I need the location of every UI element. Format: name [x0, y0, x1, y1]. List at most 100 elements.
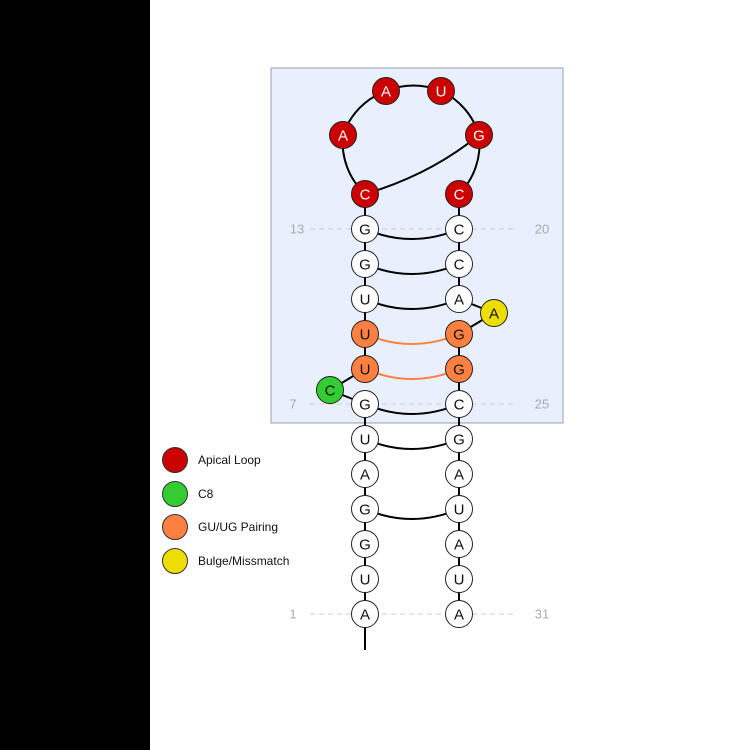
nucleotide-circle — [351, 565, 379, 593]
nucleotide-circle — [445, 285, 473, 313]
nucleotide-26: C — [445, 390, 473, 418]
nucleotide-circle — [445, 390, 473, 418]
legend-label: Bulge/Missmatch — [198, 554, 289, 568]
nucleotide-circle — [329, 121, 357, 149]
nucleotide-base: A — [360, 467, 370, 484]
nucleotide-11: U — [351, 285, 379, 313]
nucleotide-base: C — [454, 257, 465, 274]
nucleotide-29: U — [445, 495, 473, 523]
nucleotide-31: U — [445, 565, 473, 593]
position-label-25: 25 — [535, 397, 549, 412]
nucleotide-base: U — [360, 362, 371, 379]
position-label-31: 31 — [535, 607, 549, 622]
nucleotide-circle — [445, 565, 473, 593]
nucleotide-30: A — [445, 530, 473, 558]
nucleotide-base: U — [360, 327, 371, 344]
nucleotide-25: G — [445, 355, 473, 383]
nucleotide-base: G — [359, 537, 371, 554]
position-label-13: 13 — [290, 222, 304, 237]
nucleotide-circle — [445, 215, 473, 243]
position-label-1: 1 — [289, 607, 296, 622]
nucleotide-base: A — [454, 537, 464, 554]
legend-item-c8: C8 — [162, 481, 214, 507]
nucleotide-circle — [351, 460, 379, 488]
nucleotide-14: C — [351, 180, 379, 208]
nucleotide-base: U — [454, 572, 465, 589]
nucleotide-circle — [445, 530, 473, 558]
nucleotide-base: C — [325, 383, 336, 400]
nucleotide-9: U — [351, 355, 379, 383]
nucleotide-base: G — [453, 432, 465, 449]
nucleotide-base: A — [338, 128, 348, 145]
nucleotide-5: A — [351, 460, 379, 488]
legend-label: C8 — [198, 487, 214, 501]
legend: Apical Loop C8 GU/UG Pairing Bulge/Missm… — [162, 447, 289, 574]
nucleotide-3: G — [351, 530, 379, 558]
black-side-panel — [0, 0, 150, 750]
nucleotide-15: A — [329, 121, 357, 149]
nucleotide-circle — [445, 600, 473, 628]
nucleotide-16: A — [372, 77, 400, 105]
nucleotide-circle — [351, 250, 379, 278]
legend-swatch — [162, 548, 188, 574]
nucleotide-circle — [351, 495, 379, 523]
nucleotide-22: A — [445, 285, 473, 313]
legend-swatch — [162, 447, 188, 473]
nucleotide-circle — [445, 320, 473, 348]
nucleotide-base: G — [359, 257, 371, 274]
nucleotide-circle — [445, 495, 473, 523]
nucleotide-circle — [351, 600, 379, 628]
position-label-20: 20 — [535, 222, 549, 237]
nucleotide-10: U — [351, 320, 379, 348]
nucleotide-circle — [351, 355, 379, 383]
nucleotide-circle — [445, 250, 473, 278]
nucleotide-19: C — [445, 180, 473, 208]
nucleotide-4: G — [351, 495, 379, 523]
nucleotide-base: G — [473, 128, 485, 145]
nucleotide-17: U — [427, 77, 455, 105]
legend-item-gu-pairing: GU/UG Pairing — [162, 514, 278, 540]
nucleotide-base: U — [360, 292, 371, 309]
nucleotide-circle — [480, 299, 508, 327]
nucleotide-27: G — [445, 425, 473, 453]
nucleotide-circle — [465, 121, 493, 149]
nucleotide-circle — [351, 320, 379, 348]
nucleotide-base: G — [453, 327, 465, 344]
nucleotide-base: U — [360, 432, 371, 449]
nucleotide-base: U — [360, 572, 371, 589]
nucleotide-base: G — [359, 502, 371, 519]
nucleotide-18: G — [465, 121, 493, 149]
nucleotide-base: A — [489, 306, 499, 323]
nucleotide-1: A — [351, 600, 379, 628]
nucleotide-base: A — [454, 292, 464, 309]
nucleotide-24: G — [445, 320, 473, 348]
nucleotide-base: A — [454, 607, 464, 624]
nucleotide-12: G — [351, 250, 379, 278]
nucleotide-8: C — [316, 376, 344, 404]
nucleotide-circle — [427, 77, 455, 105]
legend-swatch — [162, 514, 188, 540]
nucleotide-circle — [445, 355, 473, 383]
nucleotide-23: A — [480, 299, 508, 327]
base-pair-4-29 — [364, 508, 460, 520]
nucleotide-32: A — [445, 600, 473, 628]
nucleotide-circle — [445, 180, 473, 208]
nucleotide-circle — [316, 376, 344, 404]
nucleotide-base: A — [360, 607, 370, 624]
nucleotide-base: G — [359, 397, 371, 414]
nucleotide-base: A — [454, 467, 464, 484]
nucleotide-circle — [372, 77, 400, 105]
nucleotide-base: C — [454, 397, 465, 414]
nucleotide-circle — [351, 215, 379, 243]
nucleotide-base: C — [360, 187, 371, 204]
nucleotide-circle — [351, 530, 379, 558]
nucleotide-circle — [351, 425, 379, 453]
nucleotide-28: A — [445, 460, 473, 488]
legend-label: GU/UG Pairing — [198, 520, 278, 534]
nucleotide-7: G — [351, 390, 379, 418]
nucleotide-6: U — [351, 425, 379, 453]
nucleotide-2: U — [351, 565, 379, 593]
nucleotide-base: A — [381, 84, 391, 101]
legend-item-apical-loop: Apical Loop — [162, 447, 261, 473]
